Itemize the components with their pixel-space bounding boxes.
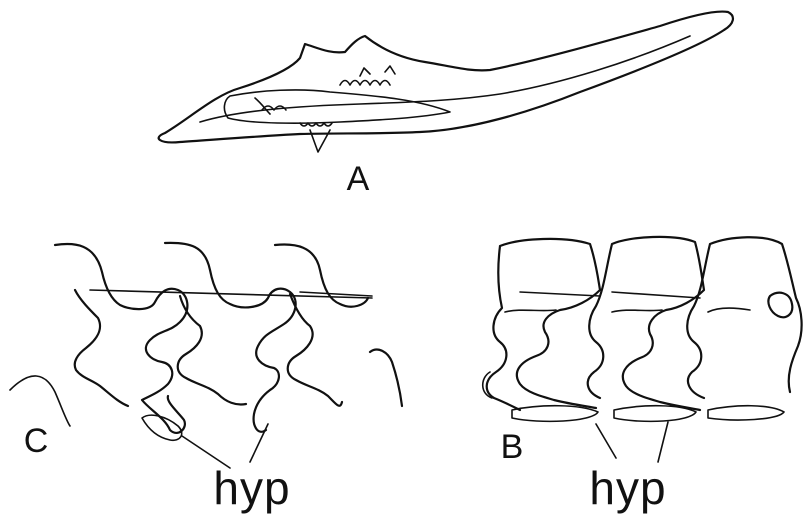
left-rib-curve bbox=[10, 376, 70, 426]
panel-a-drawing bbox=[159, 12, 733, 152]
upper-teeth bbox=[340, 66, 395, 85]
zygapophysis-lines bbox=[505, 292, 750, 312]
skull-outline bbox=[159, 12, 733, 143]
panel-b-label: B bbox=[501, 428, 524, 466]
vertebra-c3 bbox=[275, 244, 402, 406]
dorsal-line bbox=[90, 290, 372, 298]
vertebra-c1 bbox=[55, 244, 187, 433]
panel-a-label: A bbox=[347, 160, 370, 198]
panel-c-hyp-label: hyp bbox=[213, 462, 290, 514]
panel-c-label: C bbox=[24, 422, 49, 460]
panel-b-hyp-label: hyp bbox=[589, 462, 666, 514]
hyp-leader-b bbox=[596, 422, 668, 462]
jaw-outline bbox=[224, 90, 450, 123]
vertebra-b1 bbox=[487, 239, 600, 410]
panel-c-drawing bbox=[10, 243, 402, 468]
hypapophyses-b bbox=[512, 406, 784, 422]
panel-b-drawing bbox=[483, 237, 802, 462]
vertebra-b3 bbox=[687, 237, 801, 398]
vertebra-c2 bbox=[165, 243, 296, 432]
